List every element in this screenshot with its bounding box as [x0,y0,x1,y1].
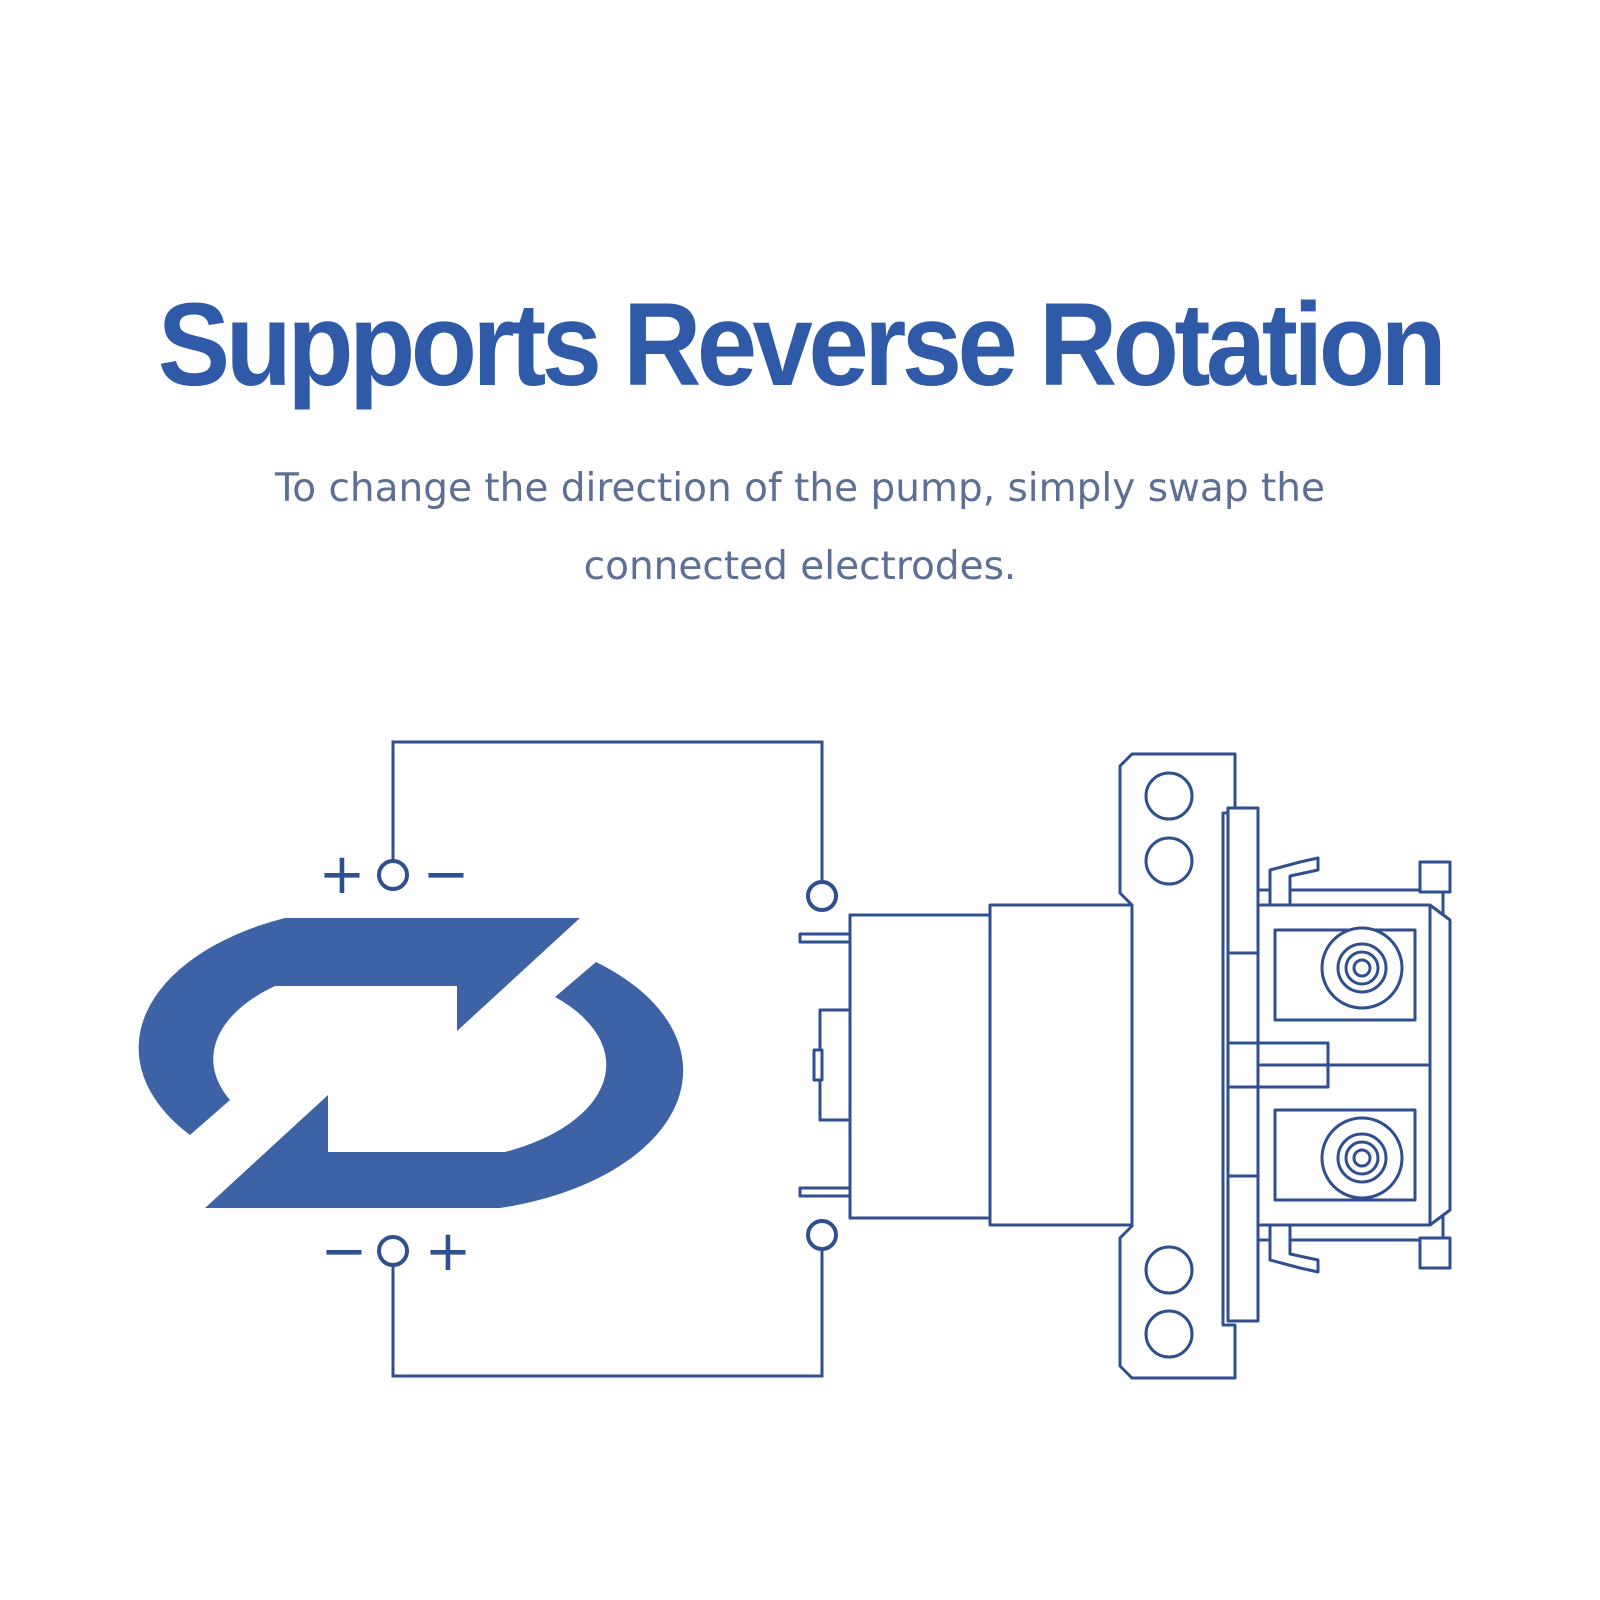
pump-motor-drawing [798,752,1452,1380]
mount-hole-3 [1144,1245,1194,1295]
bottom-wire [391,1249,824,1378]
end-nub-bottom [1418,1236,1452,1270]
terminals [377,859,838,1267]
polarity-minus-bottom: − [321,1219,368,1284]
pump-plate [1226,806,1260,1323]
end-cap [1428,903,1452,1227]
top-wire [391,740,824,883]
mount-hole-2 [1144,836,1194,886]
motor-tab-bottom [798,1186,852,1198]
circuit-wires [391,740,824,1378]
top-source-terminal [377,859,409,891]
port-upper-inner [1352,958,1372,978]
polarity-labels: + − − + [319,842,472,1284]
top-hook [1268,856,1320,907]
port-lower [1320,1116,1404,1200]
polarity-minus-top: − [423,842,470,907]
end-nub-top [1418,860,1452,894]
page-subtitle: To change the direction of the pump, sim… [275,466,1325,589]
motor-tab-top [798,932,852,944]
mount-hole-1 [1144,771,1194,821]
port-lower-inner [1352,1148,1372,1168]
reverse-rotation-arrows-icon [138,918,684,1208]
bottom-hook [1268,1223,1320,1274]
polarity-plus-bottom: + [425,1219,472,1284]
mount-hole-4 [1144,1309,1194,1359]
bottom-pump-terminal [806,1219,838,1251]
port-upper [1320,926,1404,1010]
motor-body [848,913,992,1220]
lower-arrow-shape [205,962,684,1208]
page-title: Supports Reverse Rotation [157,279,1447,411]
motor-rear-nub [812,1048,824,1082]
polarity-plus-top: + [319,842,366,907]
upper-arrow-shape [138,918,581,1135]
motor-rear-bump [818,1008,852,1122]
bottom-source-terminal [377,1235,409,1267]
top-pump-terminal [806,880,838,912]
